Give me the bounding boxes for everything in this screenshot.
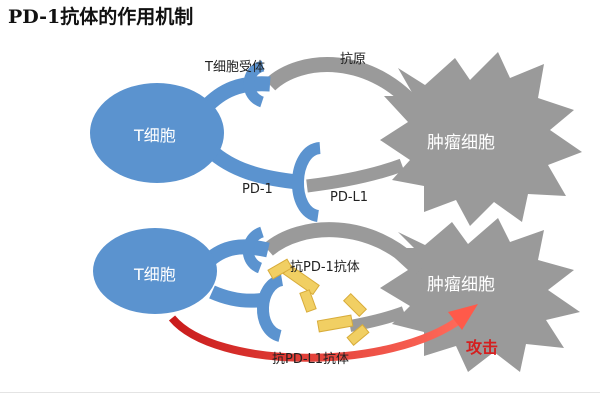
pdl1-ligand-bottom — [348, 306, 407, 332]
tumor-cell-label-top: 肿瘤细胞 — [427, 133, 495, 153]
anti-pd1-antibody — [267, 258, 320, 313]
t-cell-receptor-bottom — [201, 239, 270, 268]
pdl1-label: PD-L1 — [330, 190, 369, 205]
t-cell-top — [90, 83, 224, 183]
tumor-cell-top — [380, 52, 582, 226]
pd1-arm-top — [204, 144, 299, 190]
pd1-arm-bottom — [209, 285, 263, 308]
t-cell-label-top: T细胞 — [134, 126, 176, 145]
pd1-label: PD-1 — [242, 182, 273, 197]
attack-arrow — [168, 314, 465, 362]
anti-pdl1-antibody-label: 抗PD-L1抗体 — [272, 352, 350, 367]
bottom-divider — [0, 392, 600, 393]
t-cell-receptor-cup-bottom — [242, 226, 265, 274]
antigen-arch-bottom — [263, 222, 426, 276]
anti-pd1-antibody-label: 抗PD-1抗体 — [290, 260, 360, 275]
pdl1-ligand-top — [306, 158, 405, 193]
diagram-title: PD-1抗体的作用机制 — [8, 6, 194, 28]
t-cell-receptor-cup-top — [243, 60, 266, 108]
antigen-label: 抗原 — [340, 52, 367, 67]
pd1-cup-top — [292, 142, 322, 222]
attack-arrowhead — [448, 304, 478, 330]
attack-label: 攻击 — [466, 338, 499, 357]
tumor-cell-label-bottom: 肿瘤细胞 — [427, 275, 495, 295]
t-cell-receptor-label: T细胞受体 — [205, 60, 265, 75]
anti-pdl1-antibody — [316, 292, 370, 346]
pd1-cup-bottom — [257, 274, 284, 342]
antigen-arch-top — [264, 57, 426, 117]
t-cell-bottom — [93, 228, 217, 314]
t-cell-label-bottom: T细胞 — [134, 265, 176, 284]
